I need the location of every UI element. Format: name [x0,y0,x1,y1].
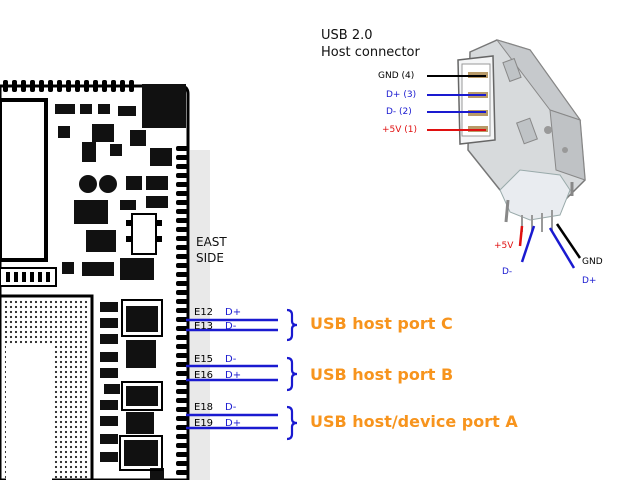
edge-pad [176,164,188,169]
pin-label-dminus: D- (2) [386,107,412,117]
lower-components [100,302,164,480]
chip-large [0,98,48,262]
edge-pad [176,281,188,286]
pin-label-5v: +5V (1) [382,125,418,135]
edge-pad [176,146,188,151]
leg-label-gnd: GND [582,257,603,267]
connector-title-line1: USB 2.0 [321,28,373,43]
edge-pad [176,218,188,223]
edge-pad [176,317,188,322]
edge-pad [176,389,188,394]
leg-label-dplus: D+ [582,276,597,286]
edge-pad [176,272,188,277]
edge-pad [176,254,188,259]
port-braces [286,308,298,441]
pin-callout-lines [427,75,486,131]
signal-e12: D+ [225,307,242,318]
pin-e16: E16 [194,370,214,381]
east-side-label-line2: SIDE [196,251,224,265]
edge-pad [176,362,188,367]
edge-pad [176,245,188,250]
edge-pad [176,452,188,457]
chip-black-square [142,84,186,128]
east-edge-pads [176,146,188,480]
leg-label-5v: +5V [494,241,514,251]
edge-pad [176,299,188,304]
pin-label-gnd: GND (4) [378,71,415,81]
east-side-label-line1: EAST [196,235,227,249]
leg-wires [518,223,582,269]
edge-pad [176,326,188,331]
edge-pad [176,443,188,448]
edge-pad [176,470,188,475]
edge-pad [176,209,188,214]
edge-pad [176,344,188,349]
signal-e16: D+ [225,370,242,381]
usb-signal-wires [186,318,278,430]
pin-e12: E12 [194,307,214,318]
edge-pad [176,308,188,313]
signal-e13: D- [225,321,237,332]
signal-e15: D- [225,354,237,365]
edge-pad [176,182,188,187]
edge-pad [176,407,188,412]
edge-pad [176,191,188,196]
connector-title-line2: Host connector [321,45,420,60]
edge-pad [176,416,188,421]
usb-connector-illustration [457,39,586,232]
edge-pad [176,200,188,205]
port-a-label: USB host/device port A [310,412,518,431]
edge-pad [176,398,188,403]
edge-pad [176,227,188,232]
edge-pad [176,380,188,385]
module-board [0,80,210,480]
edge-pad [176,353,188,358]
pin-e19: E19 [194,418,214,429]
pin-label-dplus: D+ (3) [386,90,417,100]
edge-pad [176,461,188,466]
edge-pad [176,425,188,430]
edge-pad [176,155,188,160]
port-c-label: USB host port C [310,314,453,333]
port-b-label: USB host port B [310,365,454,384]
pin-e15: E15 [194,354,214,365]
pin-e18: E18 [194,402,214,413]
edge-pad [176,263,188,268]
edge-pad [176,236,188,241]
signal-e18: D- [225,402,237,413]
pin-e13: E13 [194,321,214,332]
edge-pad [176,335,188,340]
edge-pad [176,290,188,295]
edge-pad [176,434,188,439]
edge-pad [176,173,188,178]
top-edge-pads [3,80,134,92]
small-components [55,104,172,280]
edge-pad [176,371,188,376]
leg-label-dminus: D- [502,267,513,277]
signal-e19: D+ [225,418,242,429]
